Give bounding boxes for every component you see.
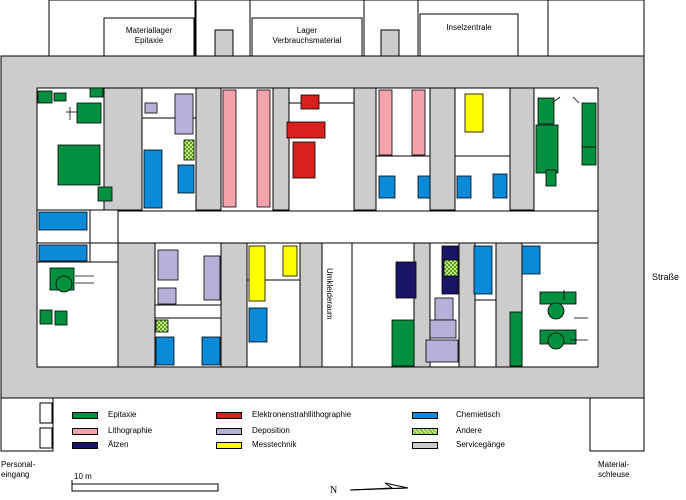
legend-label: Epitaxie — [108, 410, 137, 419]
scale-label: 10 m — [74, 472, 92, 481]
legend-swatch — [216, 412, 242, 419]
legend-label: Messtechnik — [252, 440, 297, 449]
room-label-lager: Lager Verbrauchsmaterial — [272, 26, 342, 45]
epitaxie-equipment — [37, 87, 597, 367]
legend-swatch — [412, 442, 438, 449]
legend-label: Elektronenstrahllithographie — [252, 410, 352, 419]
room-label-inselzentrale: Inselzentrale — [446, 23, 492, 32]
legend-swatch — [72, 428, 98, 435]
legend-swatch — [72, 442, 98, 449]
room-label-umkleideraum: Umkleideraum — [325, 268, 334, 320]
north-arrow — [349, 482, 409, 491]
legend-swatch — [216, 428, 242, 435]
main-corridor — [117, 210, 599, 244]
legend-label: Deposition — [252, 426, 290, 435]
room-walls — [37, 102, 510, 367]
legend-swatch — [412, 428, 438, 435]
top-annex — [48, 0, 645, 57]
legend-label: Chemietisch — [456, 410, 501, 419]
scale-bar — [71, 480, 219, 492]
messtechnik-equipment — [248, 93, 484, 302]
aetzen-equipment — [395, 245, 459, 299]
chemietisch-equipment — [38, 149, 541, 366]
legend-swatch — [216, 442, 242, 449]
lithographie-equipment — [222, 89, 426, 208]
entrances — [0, 397, 645, 452]
legend-label: Lithographie — [108, 426, 153, 435]
andere-equipment — [155, 139, 459, 333]
label-personaleingang: Personal- eingang — [1, 460, 36, 479]
service-aisles-top — [103, 87, 535, 211]
legend-label: Ätzen — [108, 440, 129, 449]
legend-label: Servicegänge — [456, 440, 505, 449]
label-materialschleuse: Material- schleuse — [598, 460, 630, 479]
epitaxie-gas-lines — [66, 96, 588, 341]
deposition-equipment — [144, 93, 459, 363]
label-strasse: Straße — [652, 272, 680, 282]
room-label-materiallager: Materiallager Epitaxie — [125, 26, 173, 45]
legend-label: Andere — [456, 426, 482, 435]
legend-swatch — [412, 412, 438, 419]
north-label: N — [330, 485, 338, 496]
legend-swatch — [72, 412, 98, 419]
ebeam-equipment — [286, 94, 326, 179]
